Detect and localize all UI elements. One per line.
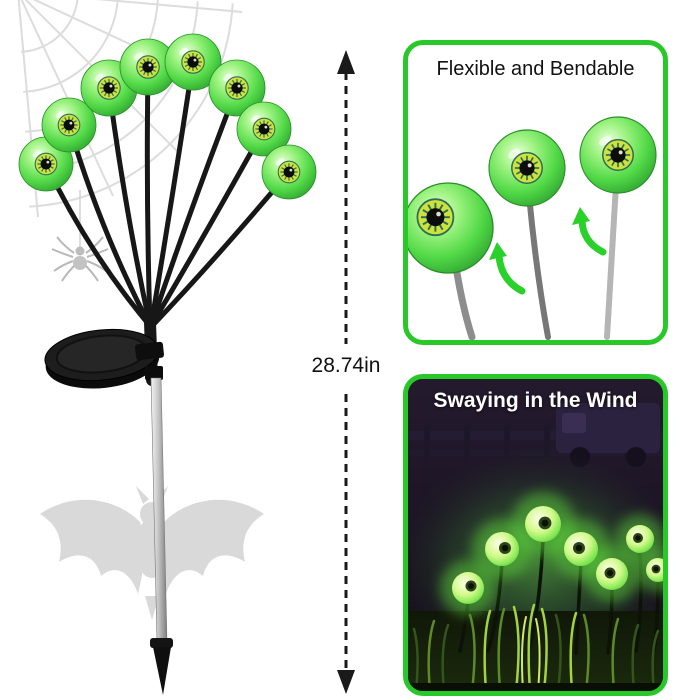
measurement-label: 28.74in — [297, 352, 395, 380]
eyeball-stems — [43, 59, 292, 386]
callout-swaying: Swaying in the Wind — [403, 374, 668, 696]
glowing-eyeballs — [440, 492, 663, 616]
flex-eyeball — [580, 117, 656, 193]
bend-arrow-icon — [572, 207, 607, 256]
ground-edge — [408, 683, 663, 691]
callout-flexible-title: Flexible and Bendable — [436, 58, 635, 80]
night-scene-illustration — [408, 379, 663, 691]
stake-spike — [153, 647, 171, 695]
callout-swaying-title: Swaying in the Wind — [433, 389, 638, 412]
panel-clamp — [145, 366, 163, 380]
callout-flexible: Flexible and Bendable — [403, 40, 668, 345]
flex-eyeball-tilted — [408, 182, 494, 274]
stake-ferrule — [150, 638, 173, 648]
flexible-illustration — [408, 45, 663, 340]
eyeball-light — [262, 145, 316, 199]
bat-icon — [40, 486, 264, 620]
vertical-double-arrow-icon — [337, 50, 355, 694]
eyeball-cluster — [19, 34, 316, 199]
solar-panel — [44, 328, 164, 389]
flex-eyeball — [489, 130, 565, 206]
bend-arrow-icon — [489, 242, 526, 295]
